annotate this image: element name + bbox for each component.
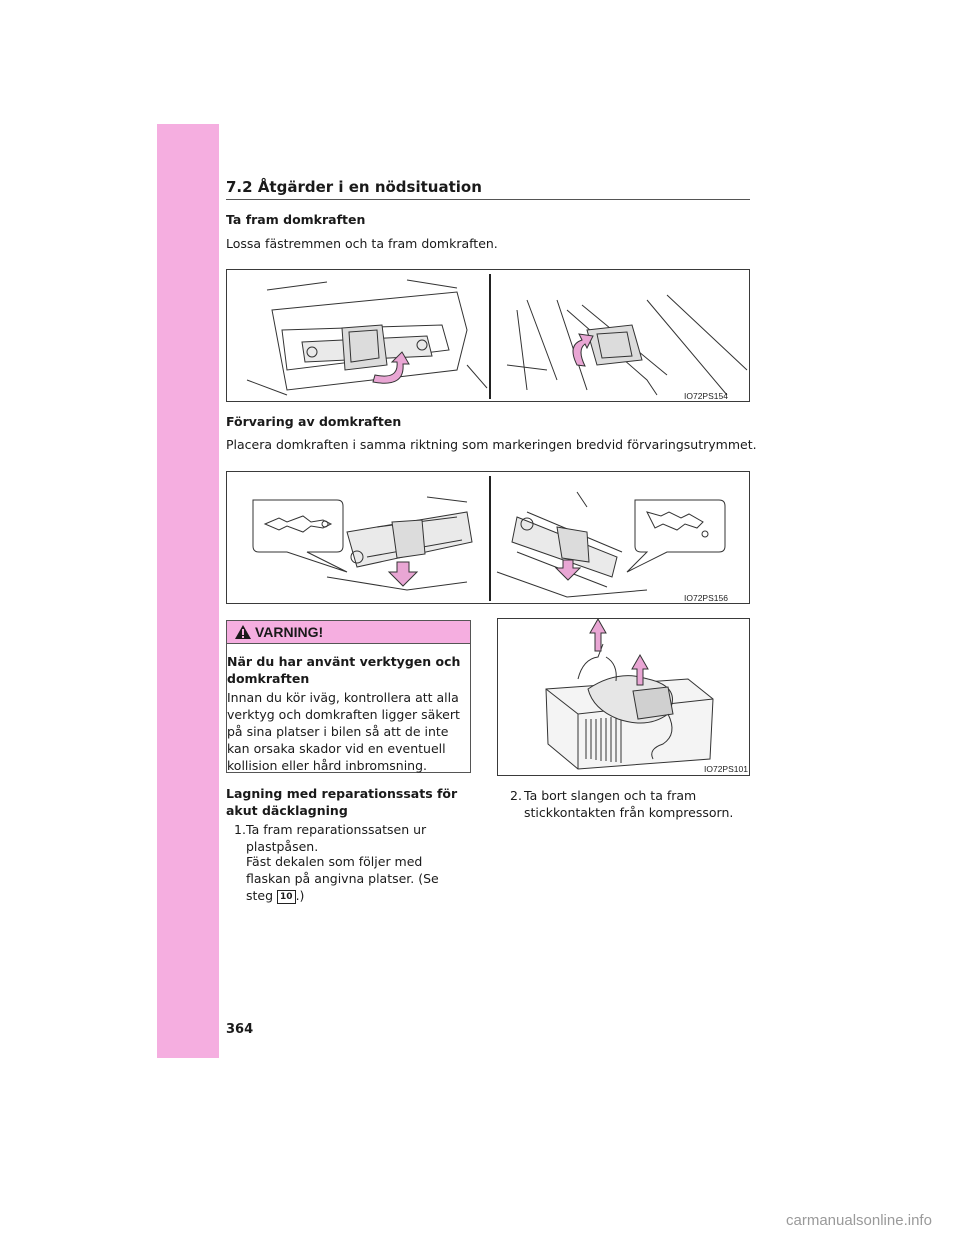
warning-heading: När du har använt verktygen och domkraft… [227,654,461,686]
section-number: 7.2 [226,178,253,196]
step-reference-badge: 10 [277,889,296,904]
step-1-note-text: Fäst dekalen som följer med flaskan på a… [246,854,439,903]
compressor-illustration [545,619,714,770]
step-1-number: 1. [234,822,246,837]
down-arrow-right [554,559,582,581]
warning-header: VARNING! [227,621,470,644]
figure-code: IO72PS154 [684,391,728,401]
jack-storage-illustration [252,491,726,598]
step-2-text: Ta bort slangen och ta fram stickkontakt… [524,788,734,820]
repair-kit-heading: Lagning med reparationssats för akut däc… [226,786,458,818]
page-number: 364 [226,1022,254,1037]
jack-removal-illustration [246,279,748,396]
rotate-arrow-left [372,351,410,384]
jack-storage-heading: Förvaring av domkraften [226,414,402,429]
jack-removal-heading: Ta fram domkraften [226,212,366,227]
section-title: 7.2 Åtgärder i en nödsituation [226,178,482,196]
down-arrow-left [387,561,419,587]
up-arrow-left [589,619,607,652]
sidebar-band [157,124,219,1058]
warning-label: VARNING! [255,624,324,640]
step-2-number: 2. [510,788,522,803]
figure-code: IO72PS101 [704,764,748,774]
section-title-text: Åtgärder i en nödsituation [257,178,482,196]
figure-divider [489,274,491,399]
compressor-figure: IO72PS101 [497,618,750,776]
figure-code: IO72PS156 [684,593,728,603]
title-rule [226,199,750,200]
jack-storage-figure: IO72PS156 [226,471,750,604]
up-arrow-right [631,653,649,686]
warning-box: VARNING! När du har använt verktygen och… [226,620,471,773]
step-1-text: Ta fram reparationssatsen ur plastpåsen. [246,822,427,854]
jack-removal-text: Lossa fästremmen och ta fram domkraften. [226,236,498,251]
jack-removal-figure: IO72PS154 [226,269,750,402]
step-1-note: Fäst dekalen som följer med flaskan på a… [246,853,466,904]
step-1-note-end: .) [295,888,305,903]
watermark: carmanualsonline.info [786,1212,932,1229]
rotate-arrow-right [572,333,594,367]
jack-storage-text: Placera domkraften i samma riktning som … [226,437,757,452]
warning-text: Innan du kör iväg, kontrollera att alla … [227,690,460,773]
warning-triangle-icon [235,625,251,639]
figure-divider [489,476,491,601]
